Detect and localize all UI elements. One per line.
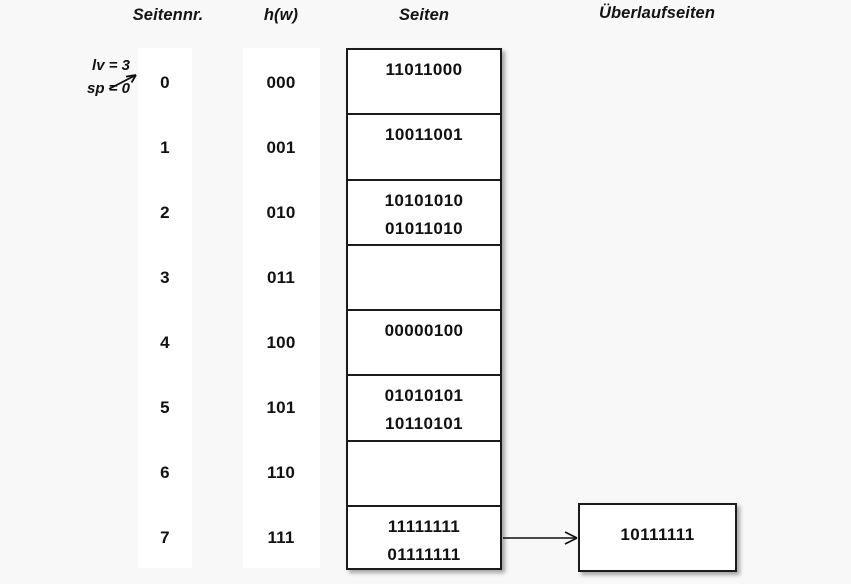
seiten-bucket-2: 10101010 01011010 (348, 181, 500, 246)
hash-value-0: 000 (266, 73, 296, 92)
seiten-bucket-7: 11111111 01111111 (348, 507, 500, 572)
page-index-3: 3 (160, 268, 170, 287)
seiten-bucket-0: 11011000 (348, 50, 500, 116)
seiten-bucket-4: 00000100 (348, 311, 500, 377)
page-index-2: 2 (160, 203, 170, 222)
seiten-entry: 01111111 (387, 544, 461, 564)
seiten-bucket-6 (348, 442, 500, 507)
seiten-block: 11011000 10011001 10101010 01011010 0000… (346, 48, 502, 570)
column-header-ueberlaufseiten: Überlaufseiten (598, 4, 716, 22)
column-header-seiten: Seiten (398, 6, 450, 24)
annotation-lv: lv = 3 (92, 57, 130, 74)
seiten-entry: 11111111 (387, 516, 461, 536)
hash-value-3: 011 (266, 268, 296, 287)
arrow-right-icon (503, 531, 578, 545)
ueberlaufseite-bucket-7: 10111111 (578, 503, 737, 572)
seiten-entry: 00000100 (384, 321, 464, 340)
page-index-4: 4 (160, 333, 170, 352)
seiten-entry: 10101010 (384, 190, 464, 210)
hash-value-4: 100 (266, 333, 296, 352)
column-header-hash-function: h(w) (263, 6, 299, 24)
page-index-1: 1 (160, 138, 170, 157)
page-index-0: 0 (160, 73, 170, 92)
hash-value-7: 111 (267, 528, 295, 547)
seiten-entry: 01011010 (385, 218, 463, 238)
hash-column-strip (243, 48, 320, 568)
seiten-bucket-1: 10011001 (348, 115, 500, 181)
page-index-5: 5 (160, 398, 170, 417)
seiten-bucket-5: 01010101 10110101 (348, 376, 500, 442)
ueberlaufseite-entry: 10111111 (620, 525, 695, 544)
seiten-bucket-3 (348, 246, 500, 311)
hash-value-1: 001 (266, 138, 296, 157)
hash-value-6: 110 (266, 463, 296, 482)
page-index-6: 6 (160, 463, 170, 482)
page-index-7: 7 (160, 528, 170, 547)
seiten-entry: 10110101 (385, 414, 463, 434)
arrow-right-icon (108, 74, 137, 90)
seitennr-column-strip (138, 48, 192, 568)
hash-value-2: 010 (266, 203, 296, 222)
seiten-entry: 01010101 (384, 386, 464, 406)
seiten-entry: 10011001 (385, 125, 463, 145)
hash-value-5: 101 (266, 398, 296, 417)
column-header-seitennr: Seitennr. (132, 6, 204, 24)
seiten-entry: 11011000 (385, 60, 463, 79)
